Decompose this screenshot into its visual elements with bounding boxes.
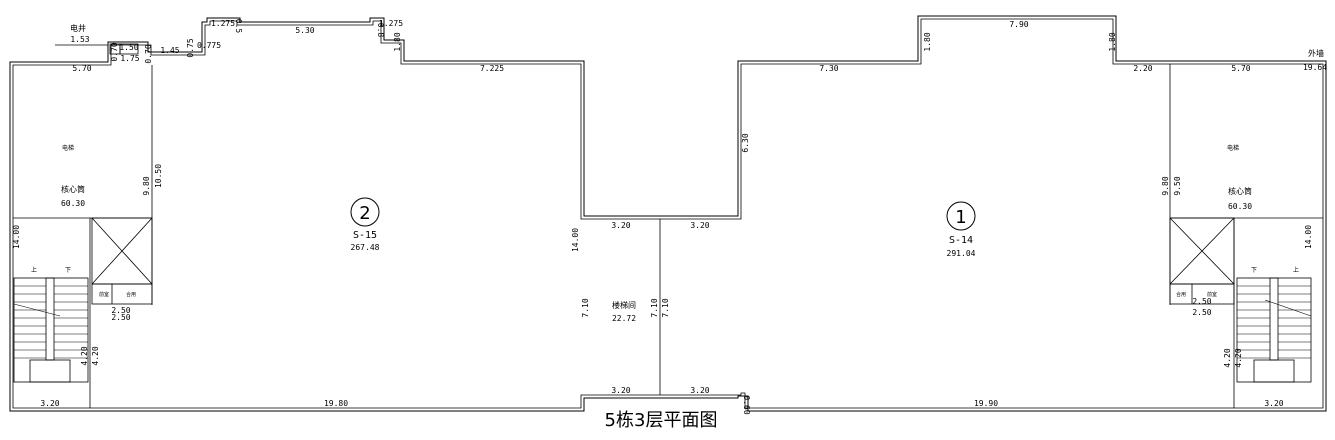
stair-right bbox=[1236, 277, 1312, 383]
dim-0-70a: 0.70 bbox=[110, 42, 119, 61]
dim-5-70r: 5.70 bbox=[1231, 64, 1250, 73]
stair-left-landing bbox=[29, 359, 71, 383]
outer-wall-label: 外墙 bbox=[1308, 48, 1324, 58]
dim-5-70l: 5.70 bbox=[72, 64, 91, 73]
dim-2-50r1: 2.50 bbox=[1192, 297, 1211, 306]
dim-9-80l: 9.80 bbox=[142, 176, 151, 195]
outer-wall-left bbox=[9, 15, 1327, 412]
elevator-left-x2 bbox=[91, 217, 153, 285]
dim-7-90: 7.90 bbox=[1009, 20, 1028, 29]
dim-0-60: 0.60 bbox=[742, 395, 751, 414]
dim-5-30: 5.30 bbox=[295, 26, 314, 35]
dim-1-75: 1.75 bbox=[120, 54, 139, 63]
dim-19-80: 19.80 bbox=[324, 399, 348, 408]
room-a-right: 前室 bbox=[1207, 291, 1217, 298]
stair-right-up: 上 bbox=[1293, 266, 1299, 274]
dim-0-75: 0.75 bbox=[186, 38, 195, 57]
elevator-right-x2 bbox=[1169, 217, 1235, 285]
unit-1-number: 1 bbox=[955, 207, 966, 228]
dim-1-275a: 1.275 bbox=[211, 19, 235, 28]
core-right-name: 核心筒 bbox=[1228, 186, 1252, 196]
dim-9-50r: 9.50 bbox=[1173, 176, 1182, 195]
dim-10-50l: 10.50 bbox=[154, 164, 163, 188]
dim-14-00l: 14.00 bbox=[12, 225, 21, 249]
unit-2-number: 2 bbox=[359, 203, 370, 224]
dim-7-10c: 7.10 bbox=[661, 298, 670, 317]
stair-left-treads bbox=[13, 285, 88, 359]
room-b-right: 合用 bbox=[1176, 291, 1186, 298]
core-right-area: 60.30 bbox=[1228, 202, 1252, 211]
stair-left bbox=[13, 277, 89, 383]
dim-7-30: 7.30 bbox=[819, 64, 838, 73]
dim-4-20r1: 4.20 bbox=[1223, 348, 1232, 367]
dim-2-50l2: 2.50 bbox=[111, 313, 130, 322]
dim-7-225: 7.225 bbox=[480, 64, 504, 73]
dim-0-775: 0.775 bbox=[197, 41, 221, 50]
unit-2-code: S-15 bbox=[353, 230, 377, 241]
dim-14-00c: 14.00 bbox=[571, 228, 580, 252]
dim-1-45: 1.45 bbox=[160, 46, 179, 55]
core-left-area: 60.30 bbox=[61, 199, 85, 208]
dimensions-horizontal: 1.53 1.50 1.75 1.45 0.775 1.275 5.30 1.2… bbox=[40, 19, 1327, 408]
unit-2-area: 267.48 bbox=[351, 243, 380, 252]
stairwell-area: 22.72 bbox=[612, 314, 636, 323]
core-left-name: 核心筒 bbox=[61, 184, 85, 194]
outer-wall-inner bbox=[12, 18, 1324, 409]
service-rooms-left bbox=[91, 283, 153, 305]
stair-right-well bbox=[1269, 277, 1279, 361]
unit-1-code: S-14 bbox=[949, 235, 973, 246]
dim-3-20b1: 3.20 bbox=[611, 386, 630, 395]
dim-1-53: 1.53 bbox=[70, 35, 89, 44]
dim-0-8: 0.8 bbox=[376, 23, 385, 38]
unit-1-marker bbox=[946, 201, 976, 231]
stairwell-name: 楼梯间 bbox=[612, 300, 636, 310]
plan-title: 5栋3层平面图 bbox=[605, 410, 718, 431]
dim-0-5: 0.5 bbox=[234, 19, 243, 34]
electric-shaft-label: 电井 bbox=[70, 23, 86, 33]
dim-7-10b: 7.10 bbox=[650, 298, 659, 317]
dim-2-50r2: 2.50 bbox=[1192, 308, 1211, 317]
dim-3-20br: 3.20 bbox=[1264, 399, 1283, 408]
dim-1-80b: 1.80 bbox=[923, 32, 932, 51]
dim-2-20: 2.20 bbox=[1133, 64, 1152, 73]
stair-left-well bbox=[45, 277, 55, 361]
dim-3-20t2: 3.20 bbox=[690, 221, 709, 230]
dim-1-275b: 1.275 bbox=[379, 19, 403, 28]
stair-left-up: 上 bbox=[31, 266, 37, 274]
dim-19-90: 19.90 bbox=[974, 399, 998, 408]
stair-right-down: 下 bbox=[1251, 267, 1257, 274]
dim-0-70b: 0.70 bbox=[144, 44, 153, 63]
dim-1-50: 1.50 bbox=[119, 43, 138, 52]
dim-4-20l1: 4.20 bbox=[80, 346, 89, 365]
core-left-small: 电梯 bbox=[62, 144, 74, 152]
room-a-left: 前室 bbox=[99, 291, 109, 298]
dim-7-10a: 7.10 bbox=[581, 298, 590, 317]
stair-right-treads bbox=[1237, 285, 1312, 359]
dim-2-50l1: 2.50 bbox=[111, 306, 130, 315]
dim-3-20bl: 3.20 bbox=[40, 399, 59, 408]
dim-3-20t1: 3.20 bbox=[611, 221, 630, 230]
stair-left-down: 下 bbox=[65, 267, 71, 274]
unit-1-area: 291.04 bbox=[947, 249, 976, 258]
dim-14-00r: 14.00 bbox=[1304, 225, 1313, 249]
dim-4-20l2: 4.20 bbox=[91, 346, 100, 365]
dim-6-30: 6.30 bbox=[741, 133, 750, 152]
dim-1-80c: 1.80 bbox=[1108, 32, 1117, 51]
room-b-left: 合用 bbox=[126, 291, 136, 298]
dimensions-vertical: 0.70 0.70 0.75 0.5 0.8 1.80 9.80 10.50 1… bbox=[12, 19, 1313, 415]
dim-9-80r: 9.80 bbox=[1161, 176, 1170, 195]
shaft-box-2 bbox=[119, 43, 139, 55]
core-right-small: 电梯 bbox=[1227, 144, 1239, 152]
dim-3-20b2: 3.20 bbox=[690, 386, 709, 395]
dim-19-64: 19.64 bbox=[1303, 63, 1327, 72]
stair-right-landing bbox=[1253, 359, 1295, 383]
unit-2-marker bbox=[350, 197, 380, 227]
dim-4-20r2: 4.20 bbox=[1234, 348, 1243, 367]
dim-1-80a: 1.80 bbox=[393, 32, 402, 51]
